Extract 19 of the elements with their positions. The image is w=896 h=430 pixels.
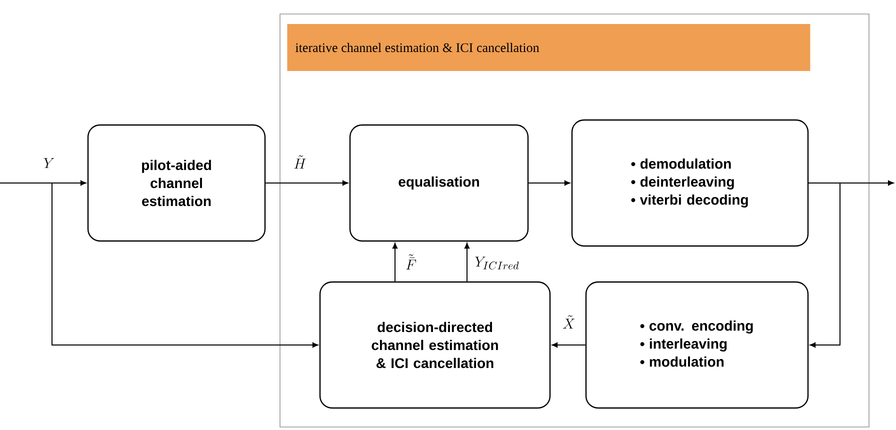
- arrow: [808, 182, 840, 348]
- arrow: [552, 342, 586, 348]
- list-box: demodulation deinterleaving viterbi decoding: [571, 119, 809, 247]
- arrow: [0, 182, 318, 348]
- process-box: equalisation: [349, 124, 529, 242]
- edge-label: $\tilde{\bar{F}}$: [404, 253, 418, 271]
- arrow: [464, 242, 470, 282]
- arrow: [265, 180, 348, 186]
- edge-label: $Y$: [42, 157, 56, 169]
- heading-banner: iterative channel estimation & ICI cancellation: [287, 24, 810, 71]
- list-box: conv. encoding interleaving modulation: [585, 281, 809, 409]
- edge-label: $\tilde{H}$: [292, 154, 308, 170]
- process-box: decision-directed channel estimation & ICI cancellation: [319, 281, 551, 409]
- group-frame: [280, 14, 870, 428]
- process-box: pilot-aided channel estimation: [87, 124, 266, 242]
- edge-label: $\tilde{X}$: [562, 314, 576, 330]
- arrow: [392, 242, 398, 282]
- arrow: [528, 180, 570, 186]
- edge-label: $Y_{ICIred}$: [474, 256, 520, 270]
